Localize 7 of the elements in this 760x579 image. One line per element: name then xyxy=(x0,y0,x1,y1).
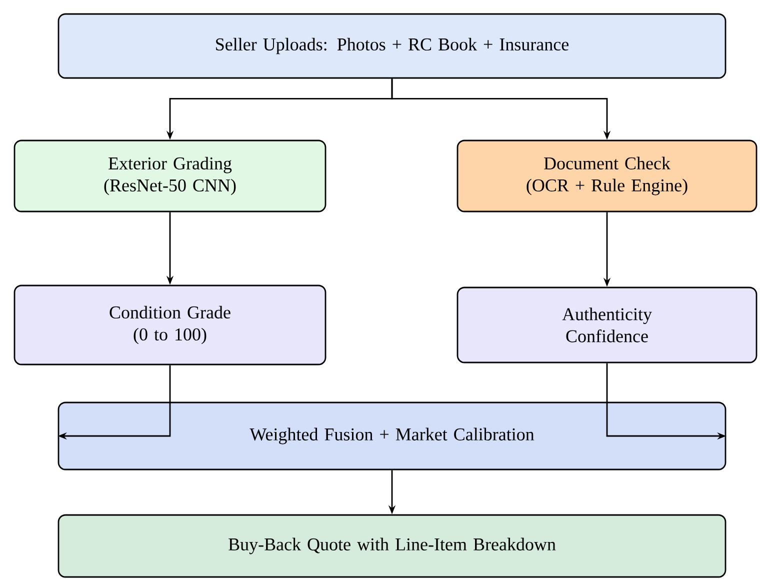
process-box: Exterior Grading (ResNet-50 CNN) xyxy=(14,140,326,212)
process-box: Weighted Fusion + Market Calibration xyxy=(58,402,726,470)
process-box: Condition Grade (0 to 100) xyxy=(14,284,326,366)
process-box: Buy-Back Quote with Line-Item Breakdown xyxy=(58,514,726,578)
process-box: Seller Uploads: Photos + RC Book + Insurance xyxy=(58,13,726,79)
process-box: Document Check (OCR + Rule Engine) xyxy=(456,140,758,212)
process-box: Authenticity Confidence xyxy=(456,286,758,364)
